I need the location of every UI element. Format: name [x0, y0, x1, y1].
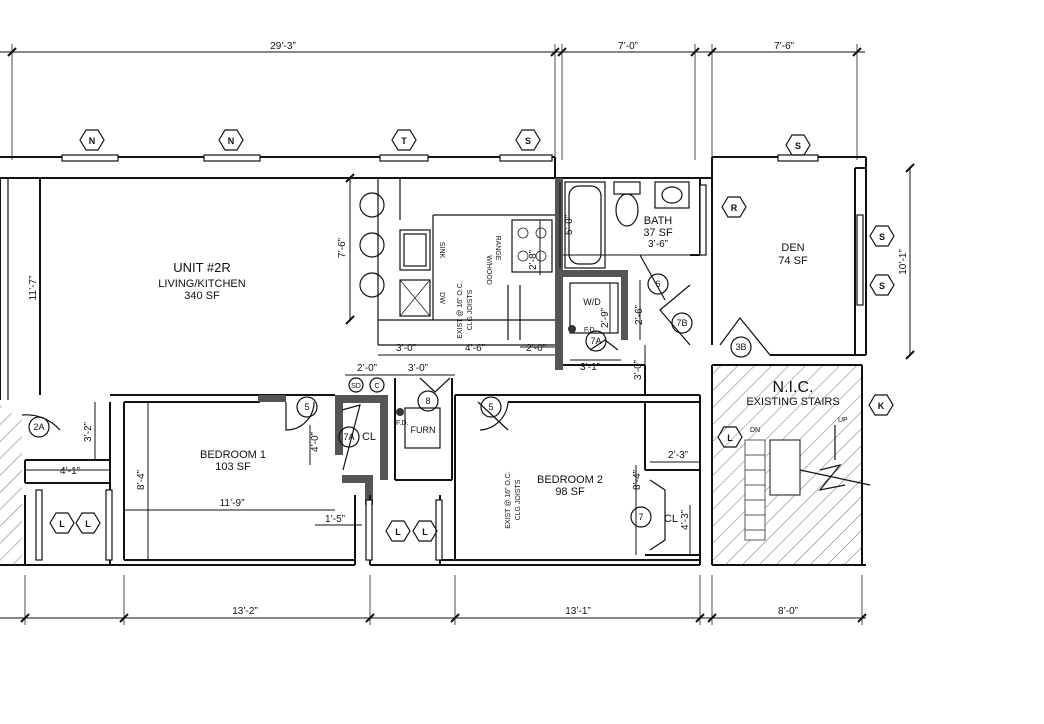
- dim-sink: 3’-0”: [396, 343, 416, 354]
- tag-7a-2: 7A: [343, 432, 354, 442]
- bed1-name: BEDROOM 1: [200, 449, 266, 461]
- dim-top-overall: 29’-3”: [270, 41, 296, 52]
- den-area: 74 SF: [778, 255, 808, 267]
- note-dw: DW: [438, 292, 445, 304]
- tag-s4: S: [879, 281, 885, 291]
- bed1-area: 103 SF: [215, 461, 251, 473]
- tag-n2: N: [228, 136, 235, 146]
- door-tags: 2A 5 5 6 7A 7A 7B 3B 8 7: [28, 273, 752, 528]
- note-up: UP: [838, 417, 848, 424]
- tag-s1: S: [525, 136, 531, 146]
- tag-l3: L: [395, 527, 401, 537]
- tag-r: R: [731, 203, 738, 213]
- nic-title: N.I.C.: [773, 379, 814, 396]
- dim-cl2-h: 4’-3”: [680, 510, 691, 530]
- dim-bed1-height: 8’-4”: [136, 470, 147, 490]
- bath-area: 37 SF: [643, 227, 673, 239]
- dim-wd-h: 2’-9”: [600, 308, 611, 328]
- unit-label: UNIT #2R: [173, 260, 231, 275]
- notes: SINK DW RANGE W/HOOD EXIST @ 16” O.C. CL…: [348, 236, 848, 529]
- dim-wd-side: 2’-6”: [634, 305, 645, 325]
- bottom-dimensions: 13’-2” 13’-1” 8’-0”: [0, 575, 867, 625]
- side-dimensions: [25, 163, 915, 560]
- dim-cl-height: 4’-0”: [310, 432, 321, 452]
- tag-5a: 5: [304, 402, 309, 412]
- note-hood: W/HOOD: [485, 255, 492, 285]
- dim-hall-drop: 3’-0”: [633, 360, 644, 380]
- living-area: 340 SF: [184, 290, 220, 302]
- dim-left-width: 4’-1”: [60, 466, 80, 477]
- tag-8: 8: [425, 396, 430, 406]
- wd-label: W/D: [583, 297, 601, 307]
- window-tags: N N T S S S S R K L L L L L: [49, 129, 895, 542]
- furnace-label: FURN: [411, 425, 436, 435]
- tag-k: K: [878, 401, 885, 411]
- hatched-areas: [0, 364, 871, 566]
- dimension-labels: 11’-7” 7’-6” 10’-1” 3’-0” 4’-6” 2’-0” 5’…: [28, 215, 909, 530]
- tag-2a: 2A: [33, 422, 44, 432]
- dim-bath-w: 3’-6”: [648, 239, 668, 250]
- tag-l2: L: [85, 519, 91, 529]
- door-swings: [21, 254, 771, 551]
- top-dimensions: 29’-3” 7’-0” 7’-6”: [0, 41, 865, 160]
- note-dn: DN: [750, 427, 760, 434]
- fixtures: [359, 181, 690, 449]
- dim-left-height: 11’-7”: [28, 276, 39, 301]
- tag-n1: N: [89, 136, 96, 146]
- tag-s3: S: [879, 232, 885, 242]
- note-range: RANGE: [494, 236, 501, 261]
- dim-wd: 2’-0”: [526, 343, 546, 354]
- dim-cl2-w: 2’-3”: [668, 450, 688, 461]
- tag-5b: 5: [488, 402, 493, 412]
- dim-top-bath: 7’-0”: [618, 41, 638, 52]
- closet2-label: CL: [664, 513, 678, 525]
- closet1-label: CL: [362, 431, 376, 443]
- windows: [35, 154, 864, 561]
- nic-sub: EXISTING STAIRS: [746, 396, 839, 408]
- bath-name: BATH: [644, 215, 673, 227]
- note-joists-4: CLG JOISTS: [515, 479, 522, 520]
- note-c: C: [374, 383, 379, 390]
- tag-s2: S: [795, 141, 801, 151]
- note-joists-1: EXIST @ 16” O.C.: [457, 281, 464, 339]
- note-joists-3: EXIST @ 16” O.C.: [505, 471, 512, 529]
- tag-l4: L: [422, 527, 428, 537]
- dim-stairs-bottom: 8’-0”: [778, 606, 798, 617]
- dim-bed1-inner: 11’-9”: [220, 498, 245, 509]
- note-fd-2: F.D.: [396, 420, 409, 427]
- dim-bed2-bottom: 13’-1”: [565, 606, 591, 617]
- dim-cl-gap: 1’-5”: [325, 514, 345, 525]
- room-labels: UNIT #2R LIVING/KITCHEN 340 SF BATH 37 S…: [158, 215, 839, 525]
- dim-bath-tub: 5’-0”: [564, 215, 575, 235]
- tag-7a-1: 7A: [590, 336, 601, 346]
- dim-bed1-bottom: 13’-2”: [232, 606, 258, 617]
- tag-6: 6: [655, 279, 660, 289]
- tag-t: T: [401, 136, 407, 146]
- tag-3b: 3B: [735, 342, 746, 352]
- dim-left-small: 3’-2”: [83, 422, 94, 442]
- note-sd: SD: [351, 383, 361, 390]
- dim-hall-left: 2’-0”: [357, 363, 377, 374]
- dim-hall-right: 3’-0”: [408, 363, 428, 374]
- dim-kitchen-counter: 7’-6”: [337, 238, 348, 258]
- tag-7: 7: [638, 512, 643, 522]
- bed2-name: BEDROOM 2: [537, 474, 603, 486]
- note-fd-1: F.D.: [584, 327, 597, 334]
- dim-top-den: 7’-6”: [774, 41, 794, 52]
- tag-l1: L: [59, 519, 65, 529]
- dim-range-depth: 2’-8”: [528, 250, 539, 270]
- dim-wd-bottom: 3’-1”: [580, 362, 600, 373]
- dim-range: 4’-6”: [465, 343, 485, 354]
- living-name: LIVING/KITCHEN: [158, 278, 245, 290]
- den-name: DEN: [781, 242, 804, 254]
- dim-bed2-height: 8’-4”: [632, 470, 643, 490]
- dim-den-height: 10’-1”: [898, 249, 909, 275]
- tag-7b: 7B: [676, 318, 687, 328]
- bed2-area: 98 SF: [555, 486, 585, 498]
- tag-l5: L: [727, 433, 733, 443]
- note-joists-2: CLG JOISTS: [467, 289, 474, 330]
- note-sink: SINK: [438, 242, 445, 259]
